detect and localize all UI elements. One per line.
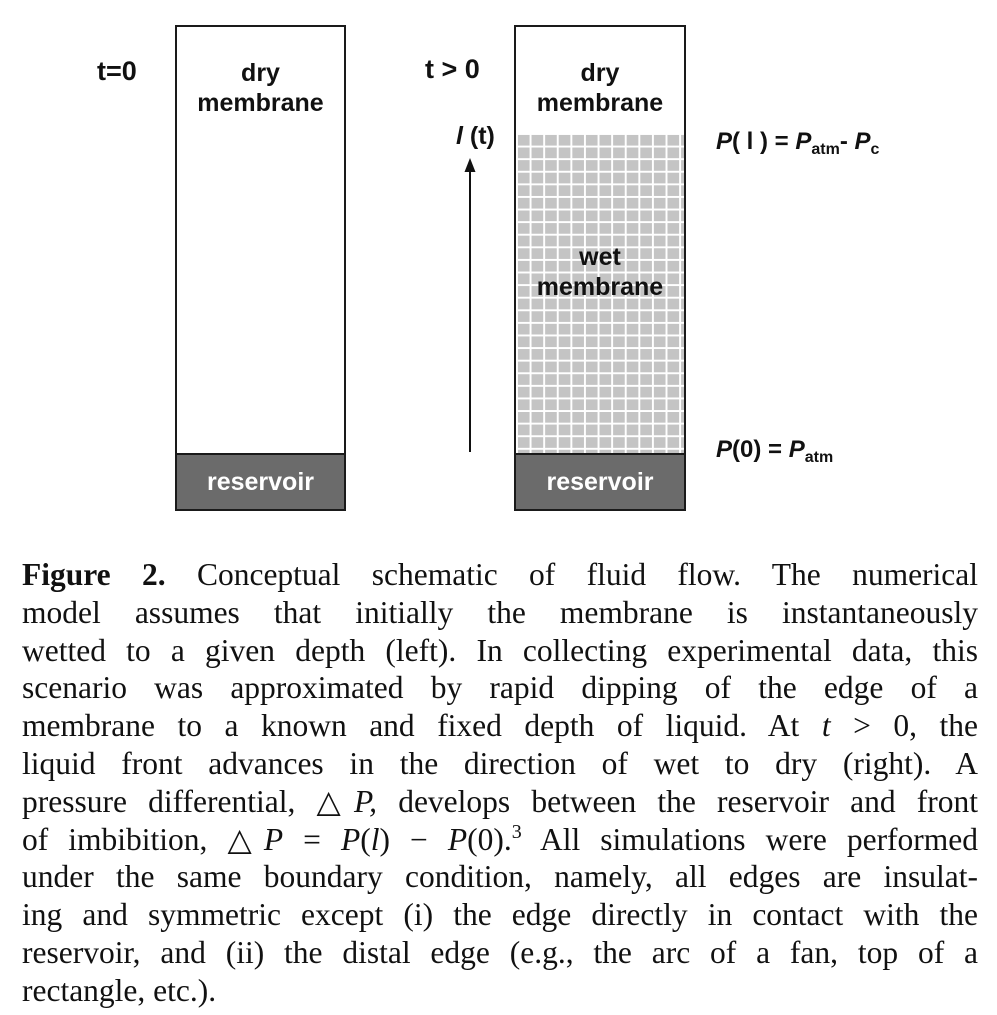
reservoir-later: reservoir <box>514 453 686 511</box>
caption-line: pressure differential, △P, develops betw… <box>22 783 978 819</box>
figure-caption: Figure 2. Conceptual schematic of fluid … <box>22 556 978 1010</box>
caption-line: liquid front advances in the direction o… <box>22 745 978 781</box>
caption-line: Figure 2. Conceptual schematic of fluid … <box>22 557 979 592</box>
reference-superscript: 3 <box>511 820 522 843</box>
membrane-box-initial <box>175 25 346 455</box>
reservoir-label-later: reservoir <box>546 467 654 496</box>
dry-membrane-label-initial: dry membrane <box>197 59 324 117</box>
caption-line: model assumes that initially the membran… <box>22 594 978 630</box>
up-arrow-icon <box>464 158 476 452</box>
front-position-label: l (t) <box>456 122 495 150</box>
wet-membrane-label: wet membrane <box>536 243 664 301</box>
reservoir-label-initial: reservoir <box>206 467 315 496</box>
caption-line: reservoir, and (ii) the distal edge (e.g… <box>22 934 978 970</box>
wet-region-grid <box>516 133 684 453</box>
dry-membrane-label-later: dry membrane <box>536 59 664 117</box>
caption-line: ing and symmetric except (i) the edge di… <box>22 897 978 933</box>
reservoir-pressure-equation: P(0) = Patm <box>716 436 834 466</box>
caption-line: wetted to a given depth (left). In colle… <box>22 632 978 668</box>
caption-line: under the same boundary condition, namel… <box>22 859 978 895</box>
reservoir-initial: reservoir <box>175 453 346 511</box>
time-label-later: t > 0 <box>425 54 480 84</box>
caption-line: membrane to a known and fixed depth of l… <box>22 708 978 744</box>
caption-line: rectangle, etc.). <box>22 972 217 1008</box>
figure-label: Figure 2. <box>22 557 166 592</box>
time-label-initial: t=0 <box>97 56 137 86</box>
caption-line: scenario was approximated by rapid dippi… <box>22 670 978 706</box>
caption-line: of imbibition, △P = P(l) − P(0).3 All si… <box>22 820 979 857</box>
front-pressure-equation: P( l ) = Patm- Pc <box>716 128 880 158</box>
